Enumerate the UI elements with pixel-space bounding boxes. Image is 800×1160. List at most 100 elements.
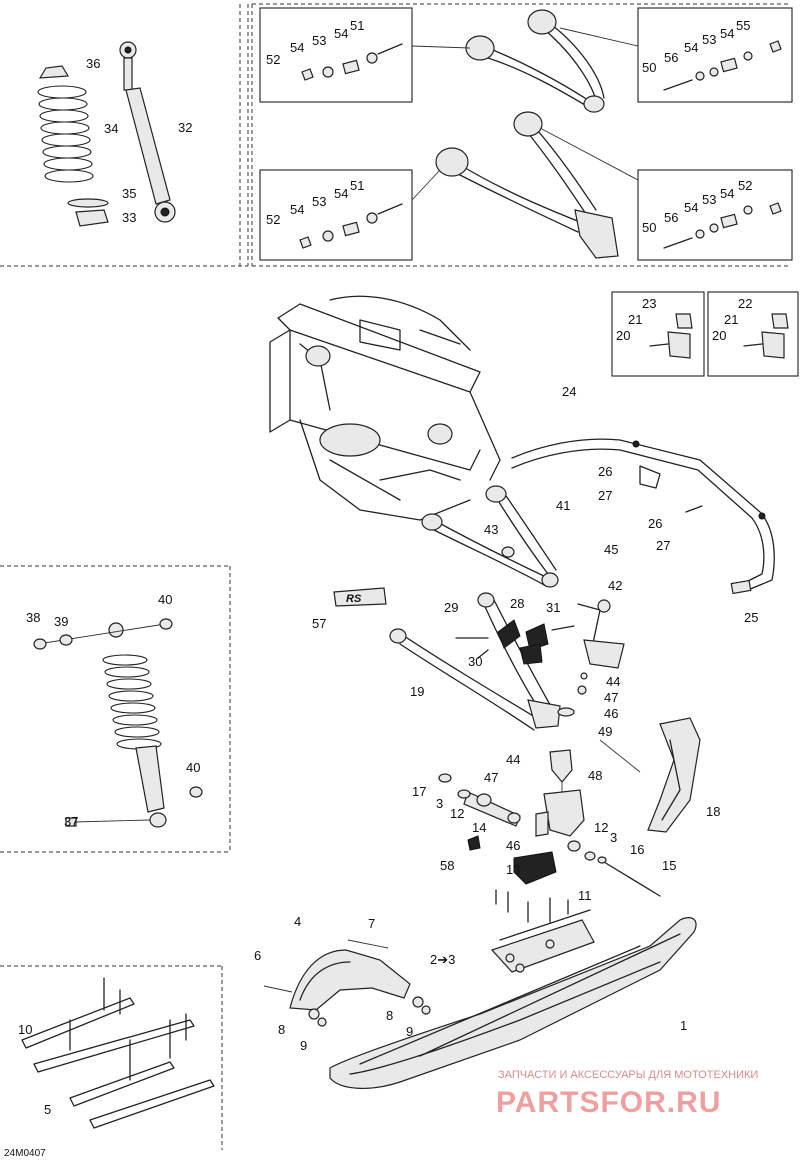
callout-c20b: 20 [712, 328, 726, 343]
callout-c33: 33 [122, 210, 136, 225]
callout-c28: 28 [510, 596, 524, 611]
callout-c22: 22 [738, 296, 752, 311]
callout-c8a: 8 [278, 1022, 285, 1037]
callout-c56a: 56 [664, 50, 678, 65]
top-left-frame [0, 4, 249, 267]
callout-c52c: 52 [738, 178, 752, 193]
callout-c52b: 52 [266, 212, 280, 227]
callout-c25: 25 [744, 610, 758, 625]
callout-c56b: 56 [664, 210, 678, 225]
callout-c46a: 46 [604, 706, 618, 721]
steering-link-parts [455, 599, 625, 695]
callout-c46b: 46 [506, 838, 520, 853]
rear-shock-assembly [37, 41, 176, 227]
callout-c23: 23 [642, 296, 656, 311]
callout-c20a: 20 [616, 328, 630, 343]
callout-c15: 15 [662, 858, 676, 873]
rs-logo-decal: RS [333, 587, 387, 607]
chassis-frame [269, 295, 501, 521]
callout-c52a: 52 [266, 52, 280, 67]
callout-c12a: 12 [450, 806, 464, 821]
callout-c51a: 51 [350, 18, 364, 33]
sway-bar-links [611, 291, 799, 513]
callout-c1: 1 [680, 1018, 687, 1033]
watermark-brand: PARTSFOR.RU [496, 1086, 721, 1119]
lower-a-arm-detail [435, 111, 619, 259]
callout-c24: 24 [562, 384, 576, 399]
callout-c50a: 50 [642, 60, 656, 75]
callout-c54a: 54 [290, 40, 304, 55]
callout-c51b: 51 [350, 178, 364, 193]
callout-c54d: 54 [720, 26, 734, 41]
callout-c58: 58 [440, 858, 454, 873]
front-shock-frame [0, 565, 231, 853]
drawing-code: 24M0407 [4, 1148, 46, 1159]
callout-c11: 11 [578, 888, 592, 903]
callout-c54g: 54 [684, 200, 698, 215]
lower-a-arm [389, 592, 575, 731]
watermark-text: ЗАПЧАСТИ И АКСЕССУАРЫ ДЛЯ МОТОТЕХНИКИ [498, 1069, 758, 1081]
callout-c18: 18 [706, 804, 720, 819]
callout-c2to3: 2➔3 [430, 952, 455, 967]
callout-c9b: 9 [406, 1024, 413, 1039]
callout-c31: 31 [546, 600, 560, 615]
callout-c3b: 3 [610, 830, 617, 845]
callout-c10: 10 [18, 1022, 32, 1037]
callout-c13: 13 [506, 862, 520, 877]
callout-c16: 16 [630, 842, 644, 857]
callout-c42: 42 [608, 578, 622, 593]
callout-c40a: 40 [158, 592, 172, 607]
callout-c41: 41 [556, 498, 570, 513]
watermark: ЗАПЧАСТИ И АКСЕССУАРЫ ДЛЯ МОТОТЕХНИКИ PA… [496, 1069, 758, 1119]
callout-c47a: 47 [604, 690, 618, 705]
callout-c3a: 3 [436, 796, 443, 811]
runners-frame [0, 965, 223, 1150]
callout-c7: 7 [368, 916, 375, 931]
callout-c19: 19 [410, 684, 424, 699]
callout-c32: 32 [178, 120, 192, 135]
callout-c36: 36 [86, 56, 100, 71]
top-right-frame [251, 3, 793, 267]
callout-c38: 38 [26, 610, 40, 625]
callout-c27b: 27 [656, 538, 670, 553]
bushing-set-1 [301, 43, 471, 81]
callout-c30: 30 [468, 654, 482, 669]
callout-c21a: 21 [628, 312, 642, 327]
callout-c57: 57 [312, 616, 326, 631]
callout-c14: 14 [472, 820, 486, 835]
callout-c9a: 9 [300, 1038, 307, 1053]
callout-c54b: 54 [334, 26, 348, 41]
front-shock [33, 618, 203, 828]
carbide-runners [21, 977, 215, 1129]
callout-c29: 29 [444, 600, 458, 615]
callout-c40b: 40 [186, 760, 200, 775]
callout-c5: 5 [44, 1102, 51, 1117]
callout-c26b: 26 [648, 516, 662, 531]
bushing-set-2 [559, 27, 782, 91]
callout-c26a: 26 [598, 464, 612, 479]
spindle-assembly [438, 749, 661, 897]
callout-c54h: 54 [720, 186, 734, 201]
sway-bar [511, 438, 775, 595]
callout-c47b: 47 [484, 770, 498, 785]
ski-guard [599, 717, 701, 833]
callout-c8b: 8 [386, 1008, 393, 1023]
callout-c49: 49 [598, 724, 612, 739]
callout-c39: 39 [54, 614, 68, 629]
callout-c45: 45 [604, 542, 618, 557]
bushing-set-4 [539, 127, 782, 249]
callout-c53b: 53 [702, 32, 716, 47]
callout-c35: 35 [122, 186, 136, 201]
callout-c53c: 53 [312, 194, 326, 209]
callout-c4: 4 [294, 914, 301, 929]
callout-c50b: 50 [642, 220, 656, 235]
callout-c55: 55 [736, 18, 750, 33]
ski [329, 889, 697, 1089]
callout-c48: 48 [588, 768, 602, 783]
bushing-set-3 [299, 169, 441, 249]
callout-c17: 17 [412, 784, 426, 799]
callout-c53a: 53 [312, 33, 326, 48]
callout-c34: 34 [104, 121, 118, 136]
